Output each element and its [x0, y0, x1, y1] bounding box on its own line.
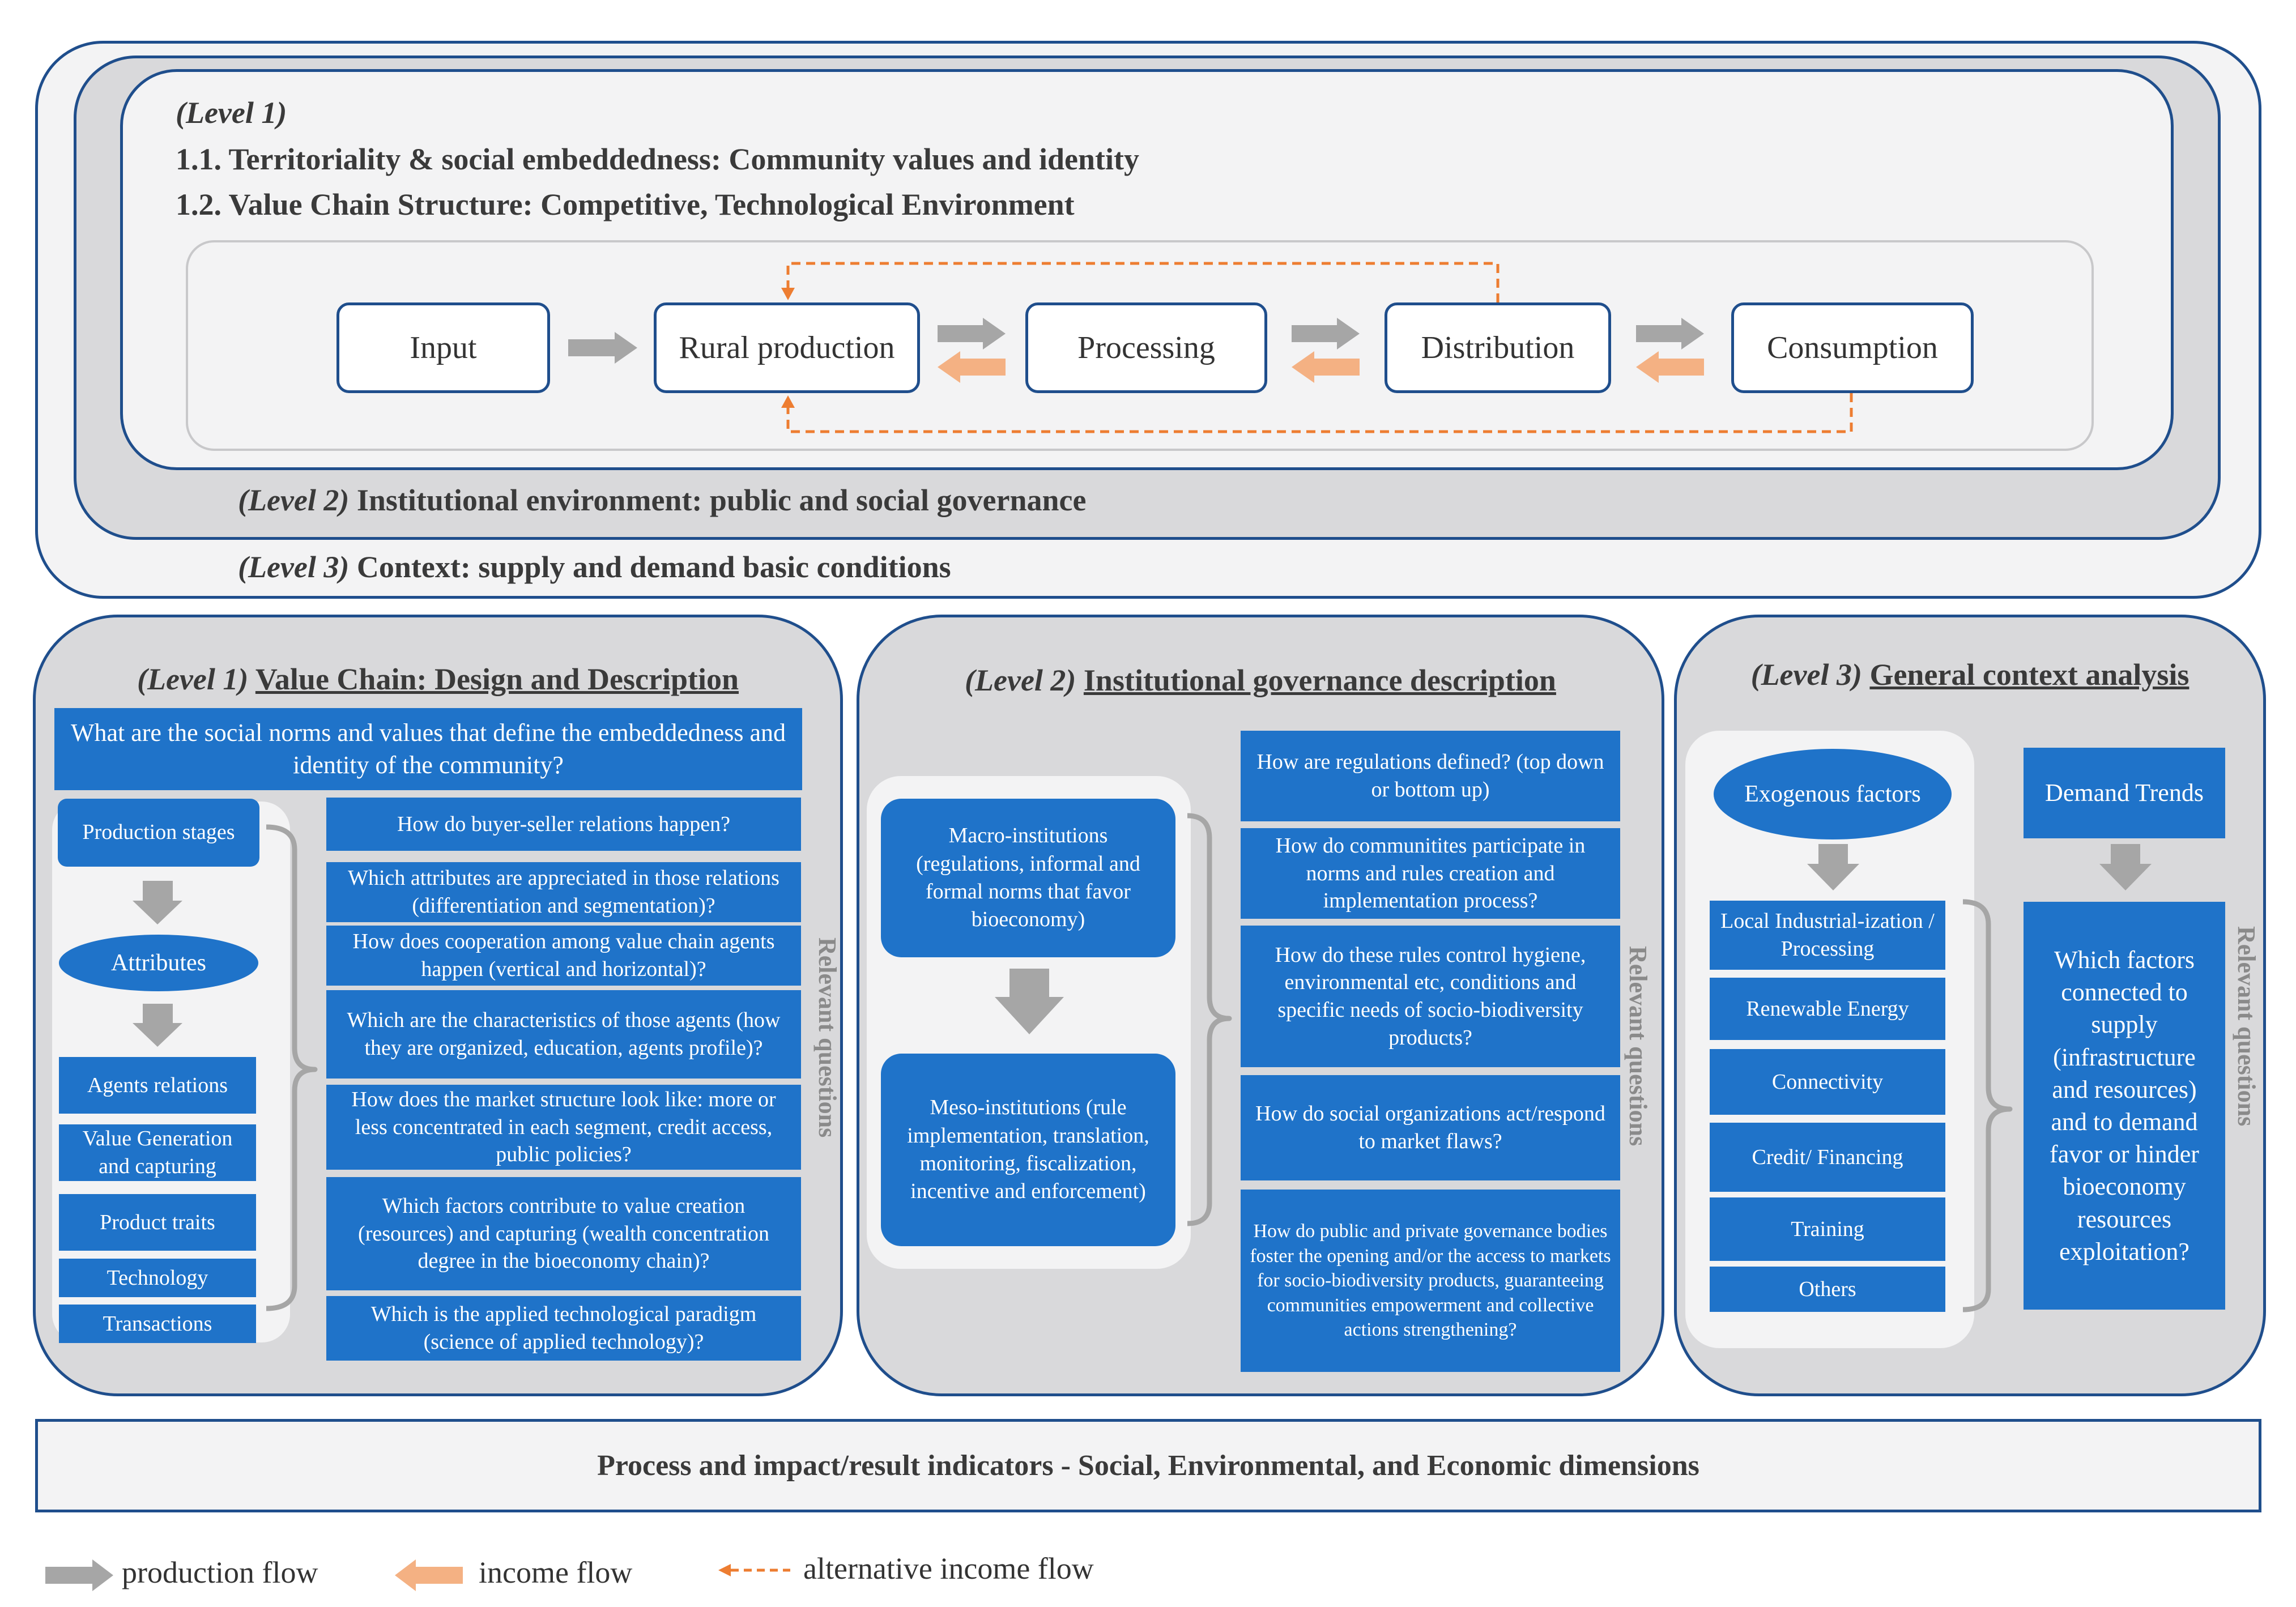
- exogenous-factors-ellipse: Exogenous factors: [1714, 749, 1952, 839]
- income-arrow-processing-to-rural: [938, 351, 1006, 383]
- bracket-panel3: [1962, 899, 2013, 1312]
- production-arrow-distribution-to-consumption: [1636, 318, 1704, 349]
- panel3-relevant-questions: Relevant questions: [2233, 926, 2260, 1127]
- down-arrow-attributes-to-items: [133, 1004, 182, 1047]
- attribute-agents-relations: Agents relations: [59, 1057, 256, 1114]
- level2-label: (Level 2) Institutional environment: pub…: [238, 483, 1087, 517]
- factor-connectivity: Connectivity: [1710, 1049, 1945, 1115]
- panel3-title: (Level 3) General context analysis: [1750, 658, 2189, 692]
- legend-income-flow: income flow: [479, 1555, 633, 1589]
- down-arrow-demand-to-question: [2099, 844, 2152, 890]
- attributes-ellipse: Attributes: [59, 935, 258, 991]
- panel1-question-7: Which is the applied technological parad…: [326, 1296, 801, 1361]
- production-arrow-processing-to-distribution: [1292, 318, 1360, 349]
- attribute-value-generation: Value Generation and capturing: [59, 1124, 256, 1181]
- legend-alternative-income-flow: alternative income flow: [803, 1551, 1094, 1585]
- panel1-question-3: How does cooperation among value chain a…: [326, 926, 801, 986]
- panel1-relevant-questions: Relevant questions: [813, 937, 841, 1138]
- panel2-question-4: How do social organizations act/respond …: [1241, 1075, 1620, 1180]
- demand-trends-box: Demand Trends: [2024, 748, 2225, 838]
- down-arrow-exogenous-to-factors: [1807, 844, 1859, 890]
- level1-item-value-chain-structure: 1.2. Value Chain Structure: Competitive,…: [176, 187, 1075, 221]
- legend-income-arrow: [395, 1559, 463, 1591]
- panel2-question-2: How do communitites participate in norms…: [1241, 828, 1620, 919]
- stage-distribution: Distribution: [1385, 302, 1611, 393]
- legend-alt-income-arrowhead: [718, 1564, 731, 1576]
- income-arrow-consumption-to-distribution: [1636, 351, 1704, 383]
- down-arrow-macro-to-meso: [995, 969, 1064, 1034]
- panel1-question-6: Which factors contribute to value creati…: [326, 1177, 801, 1290]
- panel1-top-question: What are the social norms and values tha…: [54, 708, 802, 790]
- factor-others: Others: [1710, 1267, 1945, 1312]
- factor-renewable-energy: Renewable Energy: [1710, 978, 1945, 1040]
- legend-production-arrow: [45, 1559, 113, 1591]
- factor-training: Training: [1710, 1197, 1945, 1261]
- panel1-question-4: Which are the characteristics of those a…: [326, 990, 801, 1079]
- panel2-question-3: How do these rules control hygiene, envi…: [1241, 926, 1620, 1067]
- bracket-panel2: [1187, 813, 1232, 1226]
- alt-income-distribution-to-rural: [786, 262, 1500, 302]
- alt-income-arrowhead-top: [781, 288, 795, 300]
- legend-production-flow: production flow: [122, 1555, 318, 1589]
- production-arrow-input-to-rural: [568, 332, 637, 364]
- attribute-transactions: Transactions: [59, 1305, 256, 1343]
- level3-label: (Level 3) Context: supply and demand bas…: [238, 550, 951, 584]
- panel1-title: (Level 1) Value Chain: Design and Descri…: [137, 662, 739, 696]
- indicators-bar: Process and impact/result indicators - S…: [35, 1419, 2261, 1512]
- panel2-title: (Level 2) Institutional governance descr…: [965, 663, 1556, 697]
- alt-income-consumption-to-rural: [786, 393, 1853, 433]
- stage-input: Input: [336, 302, 550, 393]
- panel2-relevant-questions: Relevant questions: [1624, 946, 1652, 1146]
- alt-income-arrowhead-bottom: [781, 395, 795, 408]
- panel1-question-2: Which attributes are appreciated in thos…: [326, 862, 801, 922]
- stage-rural-production: Rural production: [654, 302, 920, 393]
- panel1-question-5: How does the market structure look like:…: [326, 1085, 801, 1170]
- bracket-panel1: [266, 824, 318, 1311]
- income-arrow-distribution-to-processing: [1292, 351, 1360, 383]
- panel2-question-1: How are regulations defined? (top down o…: [1241, 731, 1620, 821]
- attribute-technology: Technology: [59, 1259, 256, 1297]
- macro-institutions-box: Macro-institutions (regulations, informa…: [881, 799, 1175, 957]
- supply-demand-question: Which factors connected to supply (infra…: [2024, 902, 2225, 1310]
- panel1-question-1: How do buyer-seller relations happen?: [326, 798, 801, 851]
- panel2-question-5: How do public and private governance bod…: [1241, 1190, 1620, 1372]
- production-stages-box: Production stages: [58, 799, 259, 867]
- stage-consumption: Consumption: [1731, 302, 1974, 393]
- stage-processing: Processing: [1025, 302, 1267, 393]
- meso-institutions-box: Meso-institutions (rule implementation, …: [881, 1054, 1175, 1246]
- factor-credit-financing: Credit/ Financing: [1710, 1123, 1945, 1192]
- level1-item-territoriality: 1.1. Territoriality & social embeddednes…: [176, 142, 1140, 176]
- level1-label: (Level 1): [176, 96, 287, 130]
- factor-local-industrialization: Local Industrial-ization / Processing: [1710, 901, 1945, 970]
- production-arrow-rural-to-processing: [938, 318, 1006, 349]
- down-arrow-stages-to-attributes: [133, 881, 182, 924]
- attribute-product-traits: Product traits: [59, 1194, 256, 1251]
